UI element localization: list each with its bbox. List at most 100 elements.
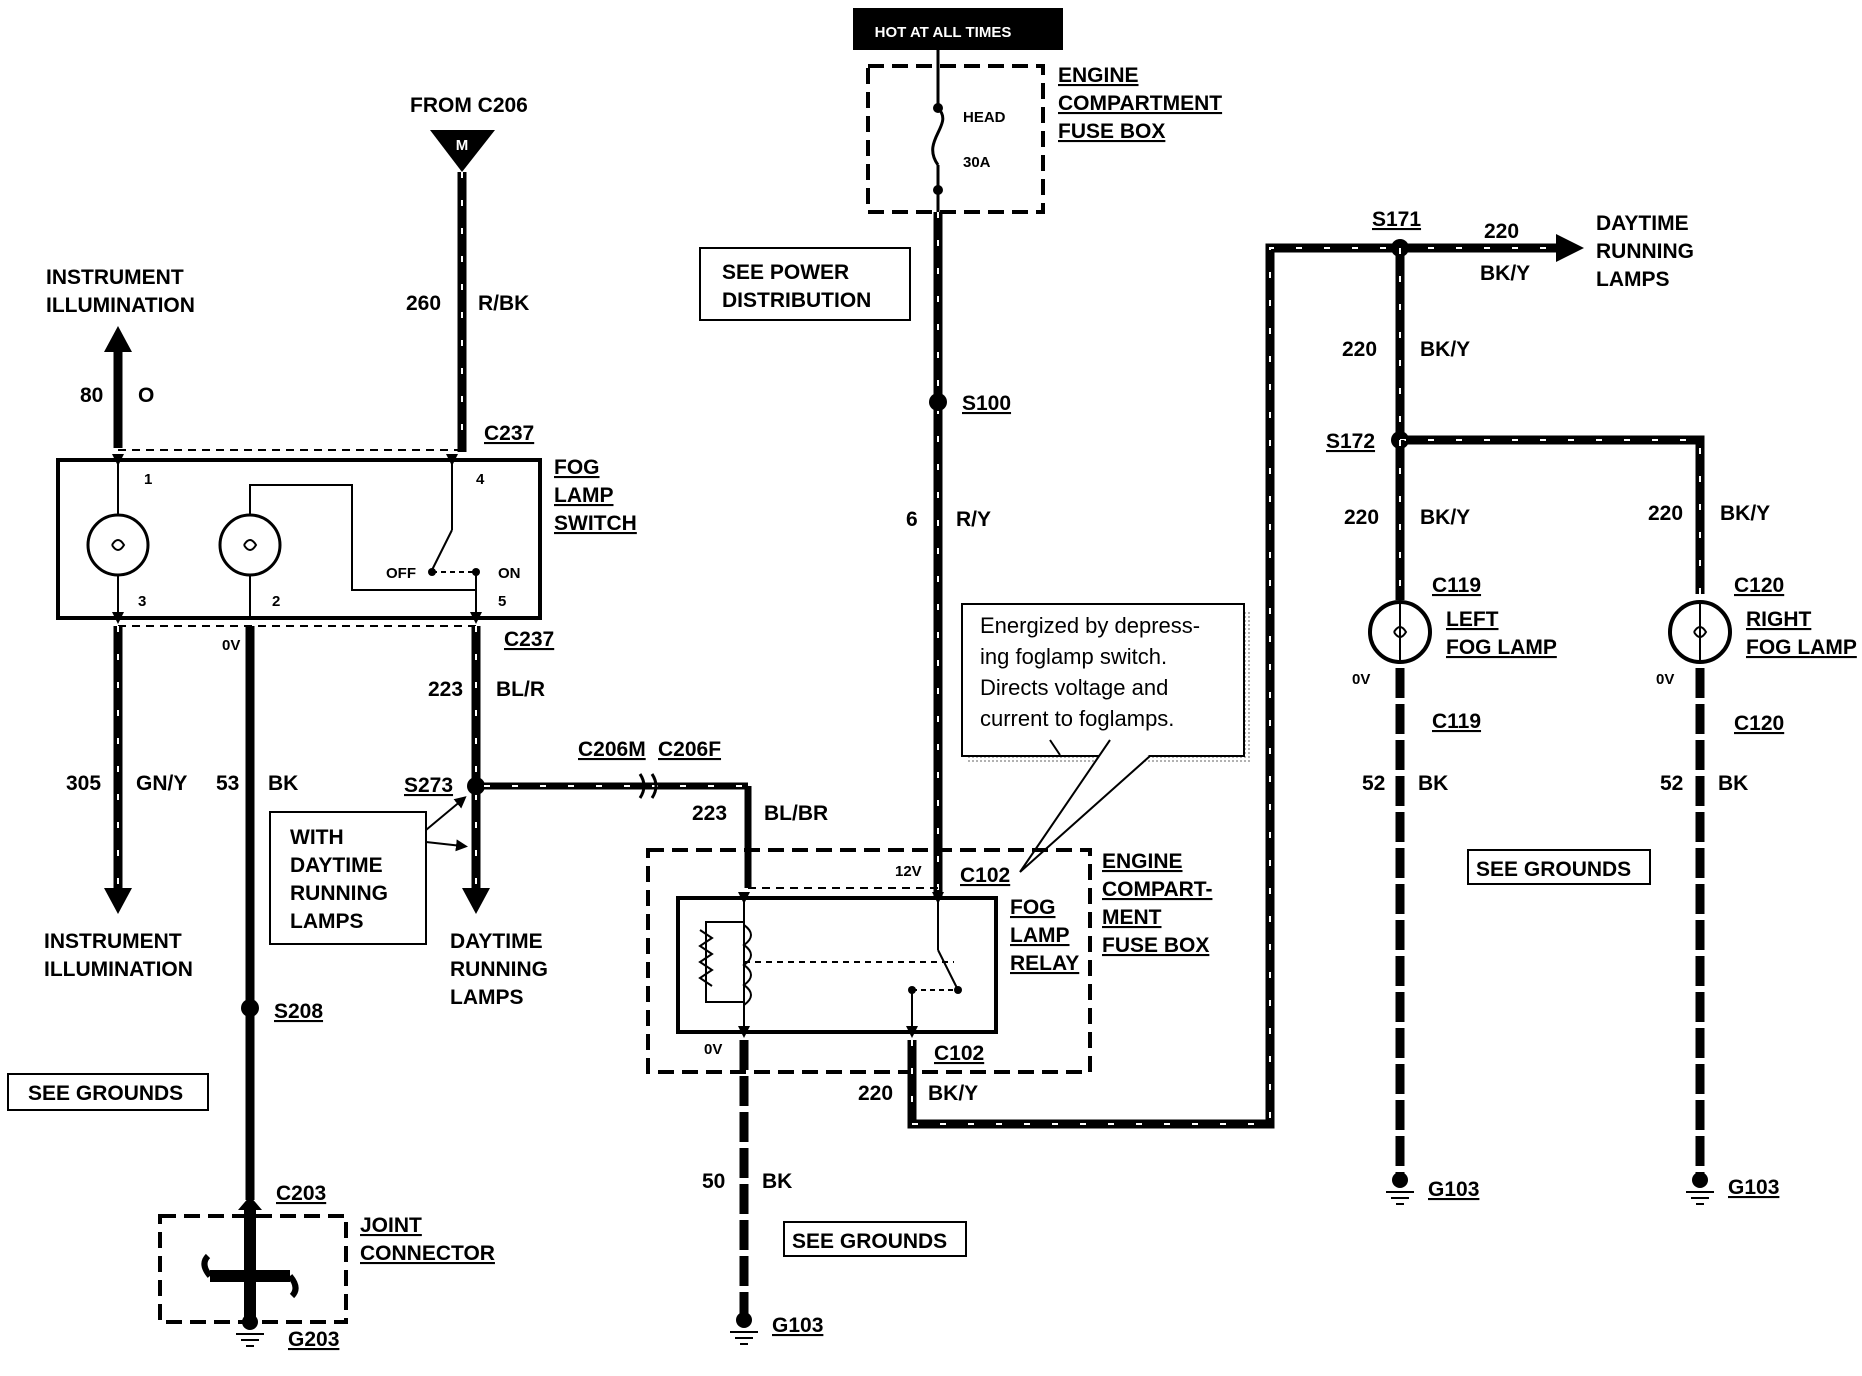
svg-text:220: 220	[1648, 502, 1683, 525]
svg-text:C119: C119	[1432, 710, 1481, 733]
svg-text:260: 260	[406, 292, 441, 315]
wire-220-s171-s172: 220 BK/Y S172	[1326, 248, 1705, 594]
svg-text:BL/BR: BL/BR	[764, 802, 828, 825]
svg-text:C203: C203	[276, 1182, 326, 1205]
svg-text:FROM C206: FROM C206	[410, 94, 528, 117]
ground-g103-relay-icon	[730, 1312, 758, 1345]
svg-text:C206F: C206F	[658, 738, 721, 761]
svg-text:6: 6	[906, 508, 918, 531]
ground-g203-icon	[236, 1314, 264, 1347]
svg-text:0V: 0V	[222, 637, 240, 654]
svg-text:FOG LAMP: FOG LAMP	[1746, 636, 1857, 659]
svg-text:BL/R: BL/R	[496, 678, 545, 701]
right-fog-lamp: 220 BK/Y C120 RIGHT FOG LAMP 0V C120 52 …	[1648, 502, 1857, 1205]
fog-lamp-switch: C237 C237 1 4 3 2 5 OFF ON FOG LAMP SWIT…	[56, 422, 637, 651]
svg-text:G103: G103	[1728, 1176, 1779, 1199]
svg-text:BK: BK	[762, 1170, 792, 1193]
svg-text:BK/Y: BK/Y	[1420, 506, 1470, 529]
svg-text:0V: 0V	[1352, 671, 1370, 688]
svg-text:0V: 0V	[1656, 671, 1674, 688]
svg-text:3: 3	[138, 593, 146, 610]
svg-text:FUSE BOX: FUSE BOX	[1102, 934, 1209, 957]
svg-text:50: 50	[702, 1170, 725, 1193]
svg-text:DAYTIME: DAYTIME	[450, 930, 543, 953]
svg-text:RELAY: RELAY	[1010, 952, 1079, 975]
svg-text:INSTRUMENT: INSTRUMENT	[44, 930, 182, 953]
see-power-distribution-box: SEE POWER DISTRIBUTION	[699, 247, 911, 321]
svg-text:LAMPS: LAMPS	[1596, 268, 1670, 291]
note-callout: Energized by depress- ing foglamp switch…	[961, 603, 1250, 873]
svg-text:BK/Y: BK/Y	[928, 1082, 978, 1105]
svg-text:BK/Y: BK/Y	[1420, 338, 1470, 361]
hot-at-all-times-banner: HOT AT ALL TIMES	[853, 8, 1063, 50]
joint-connector: JOINT CONNECTOR G203	[158, 1196, 495, 1351]
svg-text:S100: S100	[962, 392, 1011, 415]
svg-text:0V: 0V	[704, 1041, 722, 1058]
svg-text:S171: S171	[1372, 208, 1421, 231]
svg-text:S172: S172	[1326, 430, 1375, 453]
from-c206-connector: FROM C206 M 260 R/BK	[406, 94, 529, 452]
splice-s273	[467, 777, 485, 795]
svg-text:80: 80	[80, 384, 103, 407]
see-grounds-left-box	[7, 1073, 209, 1111]
svg-text:FOG: FOG	[554, 456, 600, 479]
svg-text:S208: S208	[274, 1000, 323, 1023]
svg-text:G203: G203	[288, 1328, 339, 1351]
svg-text:ENGINE: ENGINE	[1058, 64, 1139, 87]
svg-text:5: 5	[498, 593, 506, 610]
instrument-illumination-top: INSTRUMENT ILLUMINATION 80 O	[46, 266, 195, 448]
svg-text:Energized by depress-: Energized by depress-	[980, 613, 1200, 638]
svg-text:52: 52	[1362, 772, 1385, 795]
svg-text:LEFT: LEFT	[1446, 608, 1499, 631]
svg-text:GN/Y: GN/Y	[136, 772, 187, 795]
fuse-name: HEAD	[963, 109, 1006, 126]
svg-text:ILLUMINATION: ILLUMINATION	[44, 958, 193, 981]
svg-text:ILLUMINATION: ILLUMINATION	[46, 294, 195, 317]
svg-text:223: 223	[428, 678, 463, 701]
svg-text:1: 1	[144, 471, 152, 488]
wire-50-bk: 50 BK SEE GROUNDS G103	[702, 1040, 967, 1345]
svg-text:INSTRUMENT: INSTRUMENT	[46, 266, 184, 289]
svg-text:LAMPS: LAMPS	[290, 910, 364, 933]
svg-text:HOT AT ALL TIMES: HOT AT ALL TIMES	[875, 24, 1012, 41]
splice-s208	[241, 999, 259, 1017]
svg-text:M: M	[456, 137, 469, 154]
svg-text:LAMP: LAMP	[1010, 924, 1070, 947]
fuse-rating: 30A	[963, 154, 991, 171]
svg-text:FOG LAMP: FOG LAMP	[1446, 636, 1557, 659]
svg-text:FOG: FOG	[1010, 896, 1056, 919]
svg-text:WITH: WITH	[290, 826, 344, 849]
svg-text:RIGHT: RIGHT	[1746, 608, 1812, 631]
svg-text:JOINT: JOINT	[360, 1214, 422, 1237]
svg-text:ON: ON	[498, 565, 521, 582]
svg-text:LAMPS: LAMPS	[450, 986, 524, 1009]
svg-text:CONNECTOR: CONNECTOR	[360, 1242, 495, 1265]
wire-220-relay: 220 BK/Y	[858, 243, 1400, 1129]
see-grounds-right: SEE GROUNDS	[1476, 858, 1631, 881]
svg-text:RUNNING: RUNNING	[450, 958, 548, 981]
svg-text:53: 53	[216, 772, 239, 795]
splice-s100	[929, 393, 947, 411]
svg-text:C120: C120	[1734, 712, 1784, 735]
svg-text:ENGINE: ENGINE	[1102, 850, 1183, 873]
svg-text:Directs voltage and: Directs voltage and	[980, 675, 1168, 700]
see-grounds-right-box	[1467, 849, 1651, 885]
svg-text:52: 52	[1660, 772, 1683, 795]
svg-text:C102: C102	[960, 864, 1010, 887]
svg-text:current to foglamps.: current to foglamps.	[980, 706, 1174, 731]
svg-text:COMPART-: COMPART-	[1102, 878, 1212, 901]
svg-text:BK/Y: BK/Y	[1480, 262, 1530, 285]
svg-text:DISTRIBUTION: DISTRIBUTION	[722, 289, 871, 312]
fog-lamp-relay: 12V C102 FOG LAMP RELAY ENGINE COMPART- …	[646, 848, 1212, 1074]
svg-text:C120: C120	[1734, 574, 1784, 597]
svg-text:R/BK: R/BK	[478, 292, 529, 315]
svg-text:C102: C102	[934, 1042, 984, 1065]
svg-text:G103: G103	[772, 1314, 823, 1337]
engine-compartment-fuse-box-top: HEAD 30A ENGINE COMPARTMENT FUSE BOX	[866, 50, 1222, 214]
wire-305-gny: 305 GN/Y INSTRUMENT ILLUMINATION	[44, 626, 193, 981]
wire-223-blr: 223 BL/R S273 DAYTIME RUNNING LAMPS	[404, 626, 548, 1009]
svg-text:RUNNING: RUNNING	[290, 882, 388, 905]
svg-text:BK: BK	[268, 772, 298, 795]
left-fog-lamp: 220 BK/Y C119 LEFT FOG LAMP 0V C119 52 B…	[1344, 440, 1557, 1205]
